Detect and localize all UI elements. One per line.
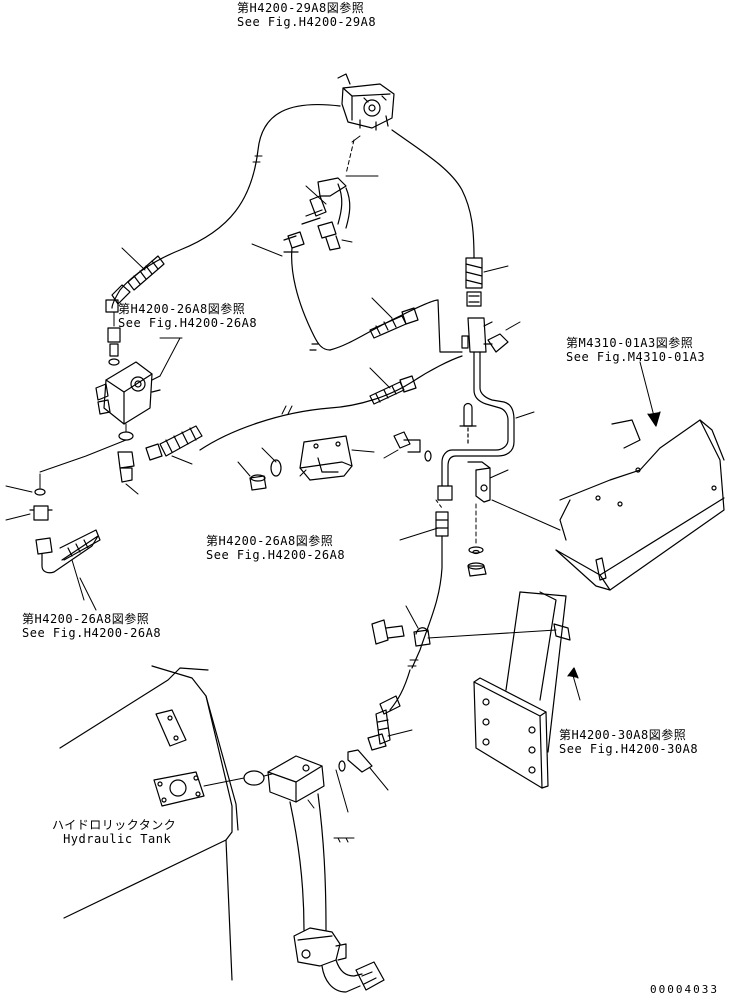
bolt-washer bbox=[393, 431, 432, 462]
ref-label-en: See Fig.M4310-01A3 bbox=[566, 350, 706, 364]
middle-hose-left bbox=[283, 231, 331, 351]
pump-pipe-elbow bbox=[301, 177, 351, 251]
ref-label-en: See Fig.H4200-26A8 bbox=[206, 548, 346, 562]
mid-hose-upper bbox=[329, 299, 439, 351]
ref-label-en: See Fig.H4200-26A8 bbox=[118, 316, 258, 330]
ref-label-en: See Fig.H4200-29A8 bbox=[237, 15, 377, 29]
ref-label-jp: 第H4200-29A8図参照 bbox=[237, 1, 365, 15]
mounting-plate bbox=[473, 591, 571, 789]
pipe-clamp-lower bbox=[371, 619, 431, 647]
tank-supply-hose bbox=[367, 511, 449, 751]
clamp-bracket bbox=[467, 461, 491, 503]
hydraulic-tank bbox=[59, 665, 239, 981]
ref-label-jp: 第H4200-26A8図参照 bbox=[22, 612, 150, 626]
tank-flange bbox=[153, 709, 205, 807]
hose-sleeve-left bbox=[105, 255, 165, 313]
suction-pipe bbox=[267, 755, 385, 993]
washer-nut bbox=[467, 546, 487, 577]
control-valve bbox=[95, 361, 161, 425]
valve-fitting-top bbox=[107, 327, 121, 366]
ref-label-h4200-26a8-mid: 第H4200-26A8図参照 See Fig.H4200-26A8 bbox=[206, 534, 345, 562]
left-hose-elbow bbox=[35, 529, 101, 574]
ref-label-h4200-30a8: 第H4200-30A8図参照 See Fig.H4200-30A8 bbox=[559, 728, 698, 756]
hose-sleeve-lower bbox=[369, 375, 417, 405]
adapter-fitting bbox=[117, 451, 135, 483]
tank-label-jp: ハイドロリックタンク bbox=[52, 818, 177, 832]
tee-block bbox=[461, 317, 509, 353]
tank-label-en: Hydraulic Tank bbox=[63, 832, 172, 846]
pipe-clamp bbox=[459, 402, 477, 445]
frame-member bbox=[555, 419, 725, 591]
ref-label-m4310-01a3: 第M4310-01A3図参照 See Fig.M4310-01A3 bbox=[566, 336, 705, 364]
mounting-bracket bbox=[299, 435, 353, 481]
ref-label-en: See Fig.H4200-26A8 bbox=[22, 626, 162, 640]
drawing-number: 00004033 bbox=[650, 983, 719, 996]
ref-label-h4200-26a8-top: 第H4200-26A8図参照 See Fig.H4200-26A8 bbox=[118, 302, 257, 330]
ref-label-jp: 第H4200-30A8図参照 bbox=[559, 728, 687, 742]
ref-label-jp: 第H4200-26A8図参照 bbox=[206, 534, 334, 548]
ref-label-h4200-29a8: 第H4200-29A8図参照 See Fig.H4200-29A8 bbox=[237, 1, 376, 29]
oring-left bbox=[34, 488, 46, 496]
steel-pipe bbox=[437, 351, 515, 501]
ref-label-h4200-26a8-left: 第H4200-26A8図参照 See Fig.H4200-26A8 bbox=[22, 612, 161, 640]
hose-sleeve-upper bbox=[369, 307, 419, 339]
valve-return-hose bbox=[145, 425, 203, 461]
tank-label: ハイドロリックタンク Hydraulic Tank bbox=[52, 818, 176, 846]
valve-pressure-hose bbox=[199, 355, 463, 451]
valve-oring bbox=[118, 431, 134, 441]
pump-hose-right bbox=[391, 129, 475, 259]
tank-adapter bbox=[338, 749, 373, 773]
left-fitting bbox=[29, 505, 53, 521]
hose-fitting-right bbox=[465, 257, 483, 307]
ref-label-jp: 第H4200-26A8図参照 bbox=[118, 302, 246, 316]
ref-label-en: See Fig.H4200-30A8 bbox=[559, 742, 699, 756]
pump-suction-hose-left bbox=[111, 103, 341, 309]
ref-label-jp: 第M4310-01A3図参照 bbox=[566, 336, 694, 350]
tank-oring bbox=[243, 770, 265, 786]
pump-assembly bbox=[337, 73, 395, 131]
bracket-nut-washer bbox=[249, 459, 282, 491]
